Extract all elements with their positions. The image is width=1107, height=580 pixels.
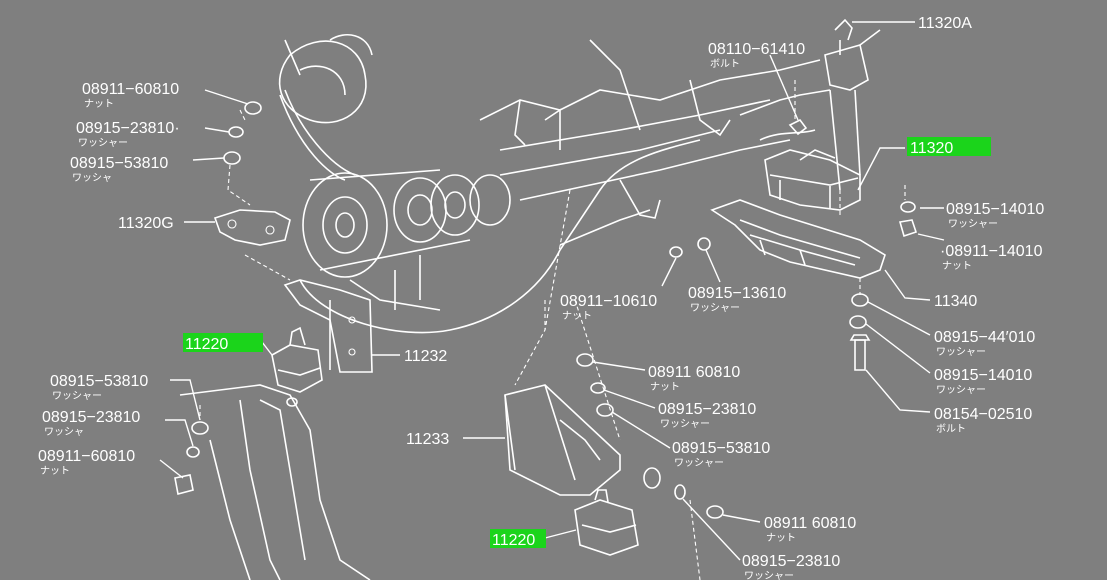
part-number: 08911 60810 — [648, 364, 740, 381]
part-label-11340[interactable]: 11340 — [934, 293, 977, 310]
part-number: 08915−23810 — [742, 553, 840, 570]
part-number: 08110−61410 — [708, 41, 805, 58]
part-description: ナット — [40, 465, 70, 477]
part-number: 08911−60810 — [82, 81, 179, 98]
insulator-11220-bottom-drawing — [574, 489, 639, 556]
bracket-11232-drawing — [213, 209, 373, 373]
part-description: ワッシャー — [744, 571, 794, 580]
part-number: ·08911−14010 — [940, 243, 1043, 260]
highlight-box — [183, 333, 263, 352]
part-number: 11233 — [406, 431, 449, 448]
highlight-part-number: 11220 — [492, 532, 535, 549]
part-number: 08911−10610 — [560, 293, 657, 310]
part-number: 11340 — [934, 293, 977, 310]
crossmember-11340-drawing — [710, 199, 886, 279]
part-description: ワッシャー — [52, 391, 102, 402]
part-description: ナット — [84, 98, 114, 110]
part-description: ボルト — [710, 58, 740, 70]
part-description: ワッシャー — [660, 419, 710, 430]
part-description: ワッシャー — [948, 219, 998, 230]
part-number: 08915−53810 — [672, 440, 770, 457]
mount-11320-drawing — [764, 18, 881, 211]
part-description: ワッシャー — [78, 138, 128, 149]
highlight-part-number: 11220 — [185, 336, 228, 353]
frame-rail-left-drawing — [179, 384, 371, 580]
assembly-guide-lines — [199, 80, 906, 580]
part-label-11233[interactable]: 11233 — [406, 431, 449, 448]
part-description: ナット — [942, 260, 972, 272]
part-number: 08915−14010 — [934, 367, 1032, 384]
part-number: 08911−60810 — [38, 448, 135, 465]
highlight-11320[interactable]: 11320 — [907, 137, 991, 157]
part-number: 08911 60810 — [764, 515, 856, 532]
part-description: ナット — [650, 381, 680, 393]
part-number: 08915−13610 — [688, 285, 786, 302]
engine-block-drawing — [278, 34, 831, 334]
highlight-box — [490, 529, 546, 548]
part-description: ワッシャ — [72, 173, 112, 184]
part-number: 08915−23810· — [76, 120, 180, 137]
part-number: 11232 — [404, 348, 447, 365]
part-number: 08915−53810 — [50, 373, 148, 390]
part-number: 08154−02510 — [934, 406, 1032, 423]
part-description: ボルト — [936, 423, 966, 435]
part-label-08915-23810-a[interactable]: 08915−23810·ワッシャー — [76, 120, 180, 149]
part-number: 08915−14010 — [946, 201, 1044, 218]
part-number: 08915−53810 — [70, 155, 168, 172]
bracket-11233-drawing — [504, 384, 621, 496]
part-number: 11320G — [118, 215, 174, 232]
highlight-box — [907, 137, 991, 156]
highlight-11220-bottom[interactable]: 11220 — [490, 529, 546, 549]
part-label-11232[interactable]: 11232 — [404, 348, 447, 365]
part-description: ワッシャー — [674, 458, 724, 469]
part-description: ワッシャー — [690, 303, 740, 314]
leader-lines — [159, 21, 945, 561]
part-number: 08915−23810 — [42, 409, 140, 426]
insulator-11220-left-drawing — [271, 326, 323, 393]
part-description: ナット — [562, 310, 592, 322]
highlight-part-number: 11320 — [910, 140, 953, 157]
highlight-11220-left[interactable]: 11220 — [183, 333, 263, 353]
part-label-11320G[interactable]: 11320G — [118, 215, 174, 232]
part-description: ワッシャー — [936, 347, 986, 358]
hardware-drawings — [174, 101, 918, 519]
part-labels: 11320A08110−61410ボルト08911−60810ナット08915−… — [38, 15, 1044, 580]
part-label-11320A[interactable]: 11320A — [918, 15, 972, 32]
part-number: 08915−44′010 — [934, 329, 1035, 346]
part-number: 08915−23810 — [658, 401, 756, 418]
part-description: ワッシャー — [936, 385, 986, 396]
part-description: ナット — [766, 532, 796, 544]
part-number: 11320A — [918, 15, 972, 32]
part-description: ワッシャ — [44, 427, 84, 438]
